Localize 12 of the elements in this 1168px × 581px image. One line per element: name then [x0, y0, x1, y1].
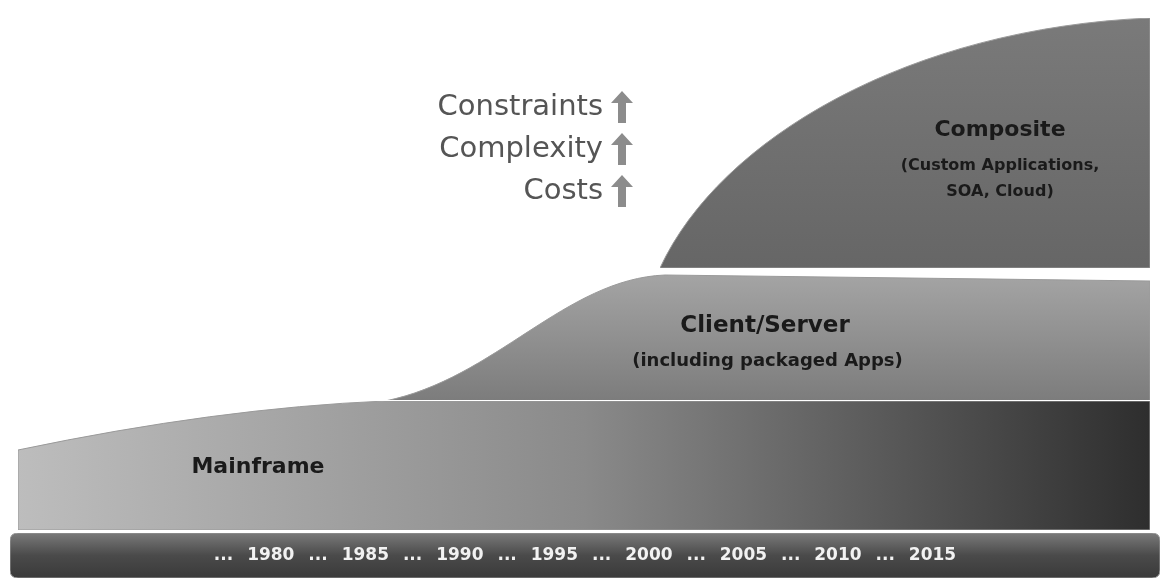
timeline-years: ... 1980 ... 1985 ... 1990 ... 1995 ... 2000 ... 2005 ... 2010 ... 2015 — [212, 544, 958, 564]
band-subtitle: (including packaged Apps) — [631, 349, 904, 370]
band-title: Mainframe — [190, 453, 326, 478]
trend-label: Costs — [523, 172, 603, 206]
band-title: Client/Server — [679, 311, 851, 337]
band-title: Composite — [933, 116, 1067, 141]
composite-band — [660, 18, 1150, 268]
timeline-bar — [10, 533, 1160, 578]
mainframe-band — [18, 401, 1150, 530]
trend-label: Constraints — [437, 88, 603, 122]
band-subtitle: (Custom Applications, SOA, Cloud) — [899, 154, 1101, 202]
trend-label: Complexity — [439, 130, 603, 164]
